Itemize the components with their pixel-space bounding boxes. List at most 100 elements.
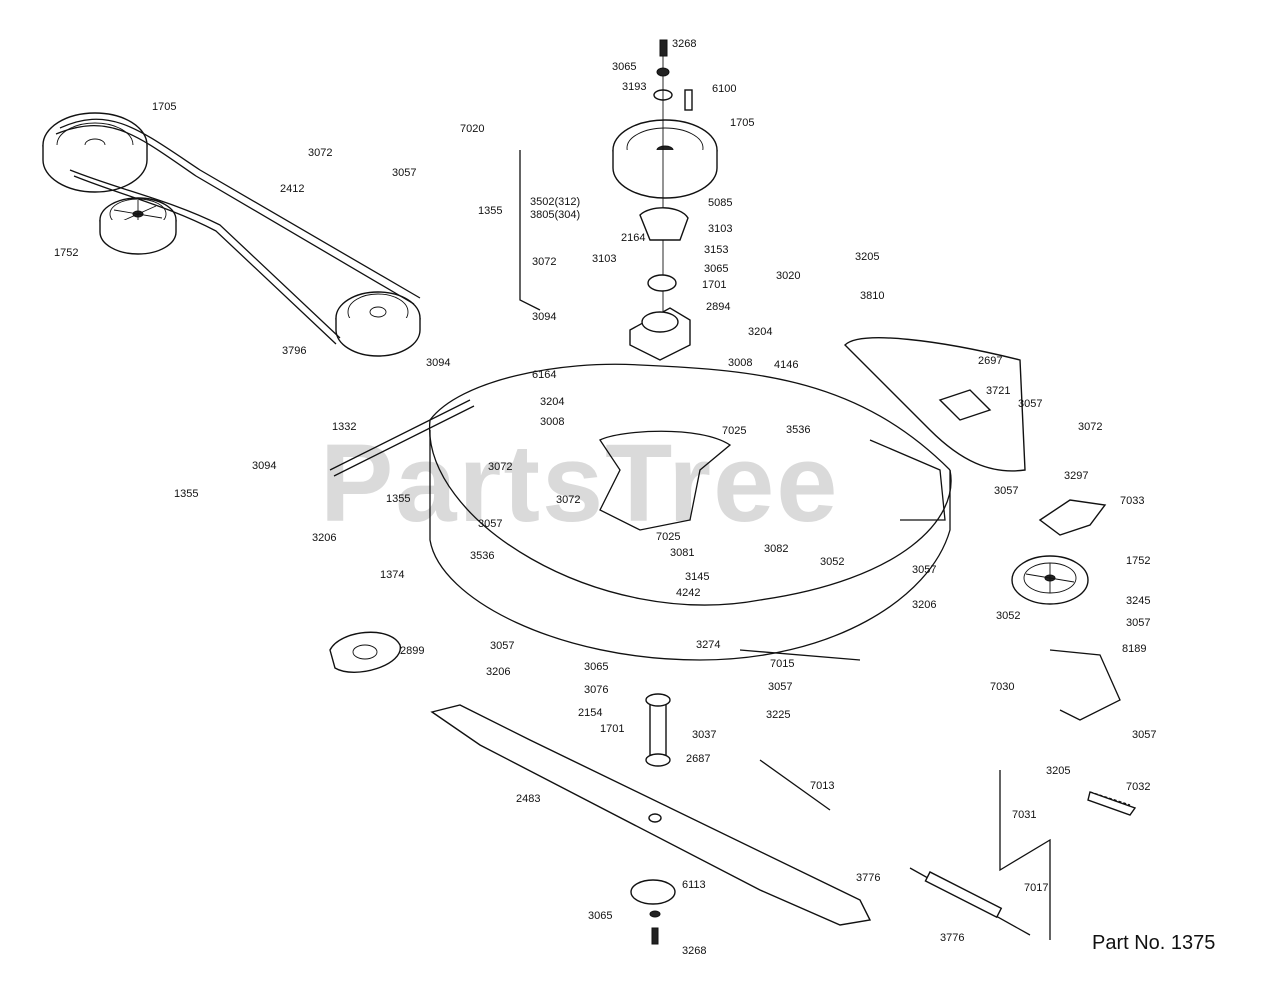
callout: 1355 bbox=[174, 488, 198, 500]
callout: 3057 bbox=[912, 564, 936, 576]
callout: 1332 bbox=[332, 421, 356, 433]
callout: 3072 bbox=[556, 494, 580, 506]
callout: 3052 bbox=[996, 610, 1020, 622]
callout: 3145 bbox=[685, 571, 709, 583]
callout: 3065 bbox=[704, 263, 728, 275]
left-belt-assembly bbox=[42, 112, 421, 357]
callout: 3057 bbox=[392, 167, 416, 179]
callout: 3204 bbox=[748, 326, 772, 338]
callout: 3205 bbox=[855, 251, 879, 263]
callout: 7013 bbox=[810, 780, 834, 792]
callout: 3206 bbox=[312, 532, 336, 544]
callout: 7031 bbox=[1012, 809, 1036, 821]
callout: 3810 bbox=[860, 290, 884, 302]
callout: 3094 bbox=[426, 357, 450, 369]
callout: 4146 bbox=[774, 359, 798, 371]
callout: 1374 bbox=[380, 569, 404, 581]
callout: 3103 bbox=[708, 223, 732, 235]
callout: 3245 bbox=[1126, 595, 1150, 607]
callout: 1752 bbox=[54, 247, 78, 259]
callout: 3072 bbox=[1078, 421, 1102, 433]
callout: 3052 bbox=[820, 556, 844, 568]
callout: 7025 bbox=[722, 425, 746, 437]
callout: 3268 bbox=[682, 945, 706, 957]
callout: 3008 bbox=[728, 357, 752, 369]
callout: 3536 bbox=[786, 424, 810, 436]
blade-assembly bbox=[329, 631, 872, 945]
callout: 3057 bbox=[1132, 729, 1156, 741]
callout: 3193 bbox=[622, 81, 646, 93]
callout: 3065 bbox=[584, 661, 608, 673]
callout: 1355 bbox=[386, 493, 410, 505]
callout: 3205 bbox=[1046, 765, 1070, 777]
callout: 3103 bbox=[592, 253, 616, 265]
callout: 3076 bbox=[584, 684, 608, 696]
callout: 8189 bbox=[1122, 643, 1146, 655]
callout: 3094 bbox=[532, 311, 556, 323]
callout-labels: 3268 3065 3193 6100 1705 1705 7020 3072 … bbox=[54, 38, 1156, 957]
callout: 3065 bbox=[588, 910, 612, 922]
callout: 3268 bbox=[672, 38, 696, 50]
callout: 3072 bbox=[488, 461, 512, 473]
callout: 4242 bbox=[676, 587, 700, 599]
callout: 3225 bbox=[766, 709, 790, 721]
callout: 3796 bbox=[282, 345, 306, 357]
callout: 2894 bbox=[706, 301, 730, 313]
callout: 3072 bbox=[308, 147, 332, 159]
callout: 3057 bbox=[994, 485, 1018, 497]
callout: 3057 bbox=[1126, 617, 1150, 629]
callout: 2164 bbox=[621, 232, 645, 244]
callout: 1701 bbox=[600, 723, 624, 735]
callout: 3153 bbox=[704, 244, 728, 256]
callout: 7015 bbox=[770, 658, 794, 670]
callout: 3536 bbox=[470, 550, 494, 562]
callout: 1705 bbox=[152, 101, 176, 113]
part-number: Part No. 1375 bbox=[1092, 932, 1216, 954]
callout: 1701 bbox=[702, 279, 726, 291]
callout: 3805(304) bbox=[530, 209, 580, 221]
center-spindle bbox=[612, 39, 718, 361]
callout: 3065 bbox=[612, 61, 636, 73]
callout: 6100 bbox=[712, 83, 736, 95]
callout: 3037 bbox=[692, 729, 716, 741]
mower-deck bbox=[429, 363, 952, 661]
callout: 3057 bbox=[1018, 398, 1042, 410]
callout: 3776 bbox=[940, 932, 964, 944]
callout: 3008 bbox=[540, 416, 564, 428]
callout: 2687 bbox=[686, 753, 710, 765]
callout: 7033 bbox=[1120, 495, 1144, 507]
callout: 2899 bbox=[400, 645, 424, 657]
callout: 7032 bbox=[1126, 781, 1150, 793]
callout: 7017 bbox=[1024, 882, 1048, 894]
callout: 2412 bbox=[280, 183, 304, 195]
watermark: PartsTree bbox=[320, 422, 840, 545]
callout: 7030 bbox=[990, 681, 1014, 693]
callout: 2154 bbox=[578, 707, 602, 719]
callout: 7020 bbox=[460, 123, 484, 135]
callout: 3094 bbox=[252, 460, 276, 472]
callout: 1752 bbox=[1126, 555, 1150, 567]
callout: 3204 bbox=[540, 396, 564, 408]
rods-and-cables bbox=[329, 150, 1137, 936]
callout: 3274 bbox=[696, 639, 720, 651]
callout: 3082 bbox=[764, 543, 788, 555]
callout: 2697 bbox=[978, 355, 1002, 367]
callout: 3297 bbox=[1064, 470, 1088, 482]
callout: 1355 bbox=[478, 205, 502, 217]
callout: 1705 bbox=[730, 117, 754, 129]
callout: 3206 bbox=[486, 666, 510, 678]
callout: 6164 bbox=[532, 369, 556, 381]
callout: 3020 bbox=[776, 270, 800, 282]
callout: 5085 bbox=[708, 197, 732, 209]
right-idler-assembly bbox=[844, 337, 1131, 940]
callout: 3721 bbox=[986, 385, 1010, 397]
callout: 3057 bbox=[478, 518, 502, 530]
callout: 7025 bbox=[656, 531, 680, 543]
callout: 3072 bbox=[532, 256, 556, 268]
callout: 6113 bbox=[682, 879, 706, 891]
callout: 3081 bbox=[670, 547, 694, 559]
callout: 3502(312) bbox=[530, 196, 580, 208]
callout: 3206 bbox=[912, 599, 936, 611]
callout: 3057 bbox=[768, 681, 792, 693]
